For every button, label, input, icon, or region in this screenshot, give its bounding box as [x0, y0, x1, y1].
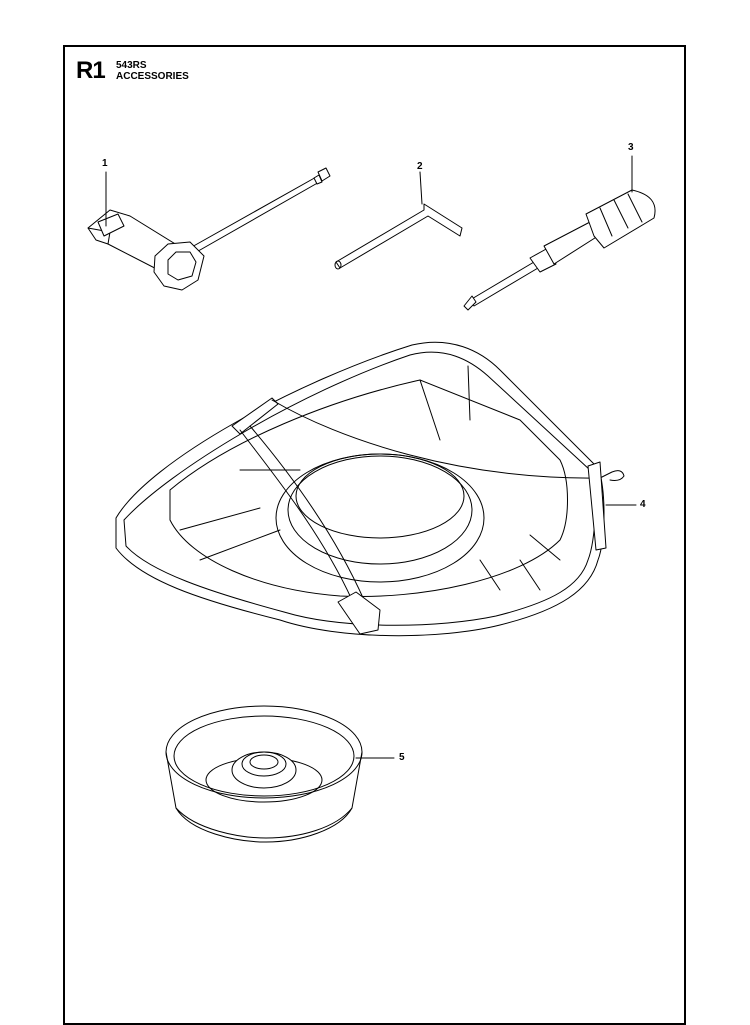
support-cup — [165, 705, 395, 843]
callout-5: 5 — [399, 752, 405, 763]
model-number: 543RS — [116, 60, 147, 71]
callout-1: 1 — [102, 158, 108, 169]
callout-3: 3 — [628, 142, 634, 153]
callout-4: 4 — [640, 499, 646, 510]
callout-2: 2 — [417, 161, 423, 172]
blade-guard — [115, 341, 637, 637]
spark-plug-wrench — [87, 167, 331, 291]
screwdriver — [463, 189, 656, 311]
page-title: ACCESSORIES — [116, 71, 189, 82]
hex-key — [334, 203, 463, 270]
page-code: R1 — [76, 57, 106, 84]
